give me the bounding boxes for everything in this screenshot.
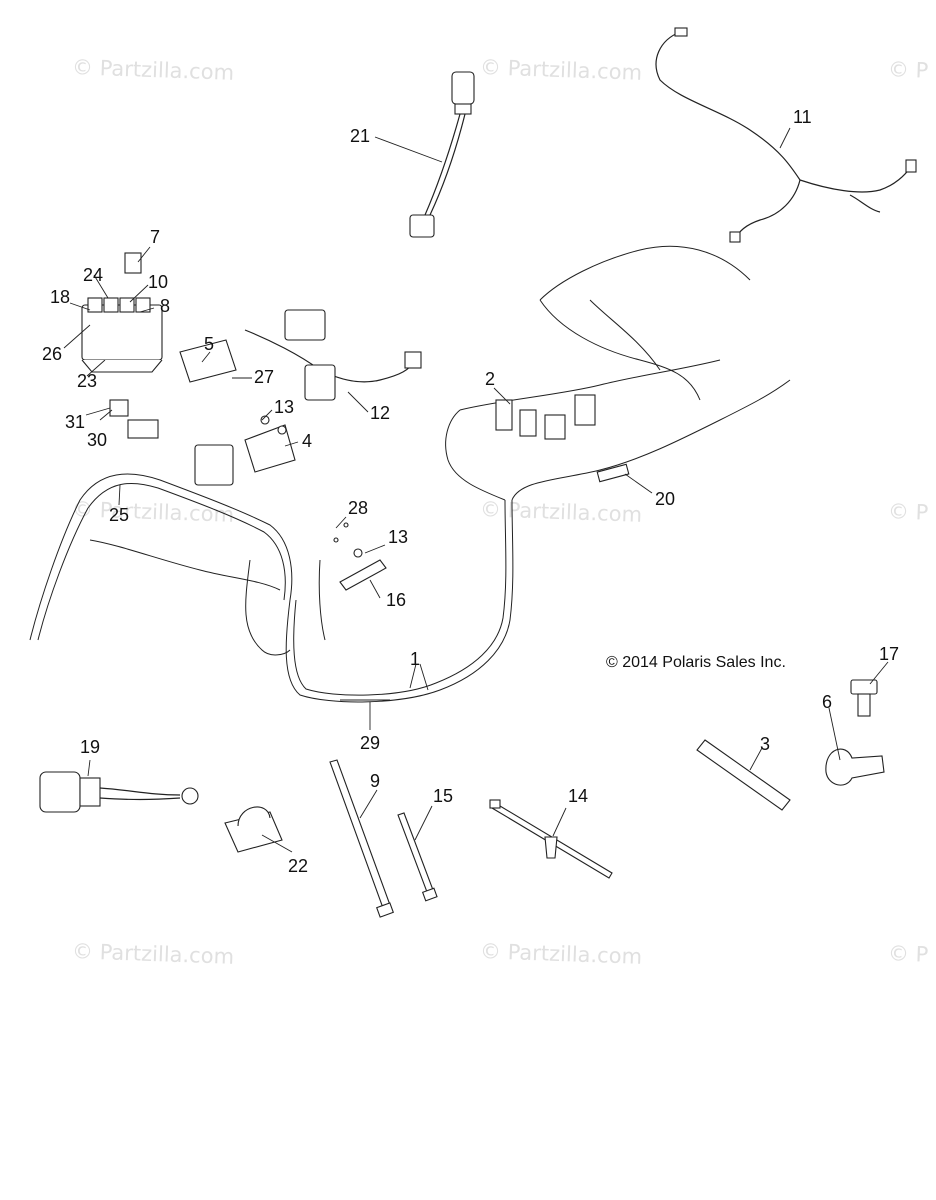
callout-11: 11 <box>793 107 812 127</box>
part-17-bolt <box>850 679 878 717</box>
part-2-connectors <box>495 394 596 440</box>
relay-block <box>109 399 234 486</box>
callout-13b: 13 <box>388 527 409 547</box>
part-1-main-harness <box>29 245 791 703</box>
callout-30: 30 <box>87 430 108 450</box>
leader-lines <box>63 246 889 853</box>
callout-1: 1 <box>410 649 421 669</box>
part-3-tape-strip <box>696 739 791 811</box>
callout-2: 2 <box>485 369 496 389</box>
callout-20: 20 <box>655 489 676 509</box>
callout-16: 16 <box>386 590 407 610</box>
part-19-connector <box>39 771 199 813</box>
callout-22: 22 <box>288 856 309 876</box>
callout-12: 12 <box>370 403 391 423</box>
callout-17: 17 <box>879 644 900 664</box>
callout-9: 9 <box>370 771 381 791</box>
callout-23: 23 <box>77 371 98 391</box>
part-4-bracket <box>244 415 296 473</box>
callout-28: 28 <box>348 498 369 518</box>
part-11-rear-harness <box>655 27 917 243</box>
part-14-push-tie <box>489 799 613 879</box>
part-9-cable-tie <box>329 759 394 918</box>
callout-29: 29 <box>360 733 381 753</box>
callout-15: 15 <box>433 786 454 806</box>
part-15-cable-tie <box>397 812 438 902</box>
callout-3: 3 <box>760 734 771 754</box>
callout-10: 10 <box>148 272 169 292</box>
part-12-harness <box>244 309 422 401</box>
callout-21: 21 <box>350 126 371 146</box>
callout-6: 6 <box>822 692 833 712</box>
part-27-fuse-cover <box>179 339 252 383</box>
callout-31: 31 <box>65 412 86 432</box>
callout-4: 4 <box>302 431 313 451</box>
callout-19: 19 <box>80 737 101 757</box>
part-21-sensor-harness <box>374 71 475 238</box>
callout-24: 24 <box>83 265 104 285</box>
copyright-notice: © 2014 Polaris Sales Inc. <box>606 654 786 671</box>
part-20-sleeve <box>596 463 630 483</box>
callout-7: 7 <box>150 227 161 247</box>
part-6-clamp <box>825 748 885 786</box>
callout-27: 27 <box>254 367 275 387</box>
callout-14: 14 <box>568 786 589 806</box>
callout-18: 18 <box>50 287 71 307</box>
part-16-ground-bar <box>333 522 387 591</box>
callout-5: 5 <box>204 334 215 354</box>
fuse-box-assembly <box>81 252 163 373</box>
part-22-clip <box>224 806 283 853</box>
callout-13a: 13 <box>274 397 295 417</box>
callout-25: 25 <box>109 505 130 525</box>
callout-26: 26 <box>42 344 63 364</box>
callout-8: 8 <box>160 296 171 316</box>
